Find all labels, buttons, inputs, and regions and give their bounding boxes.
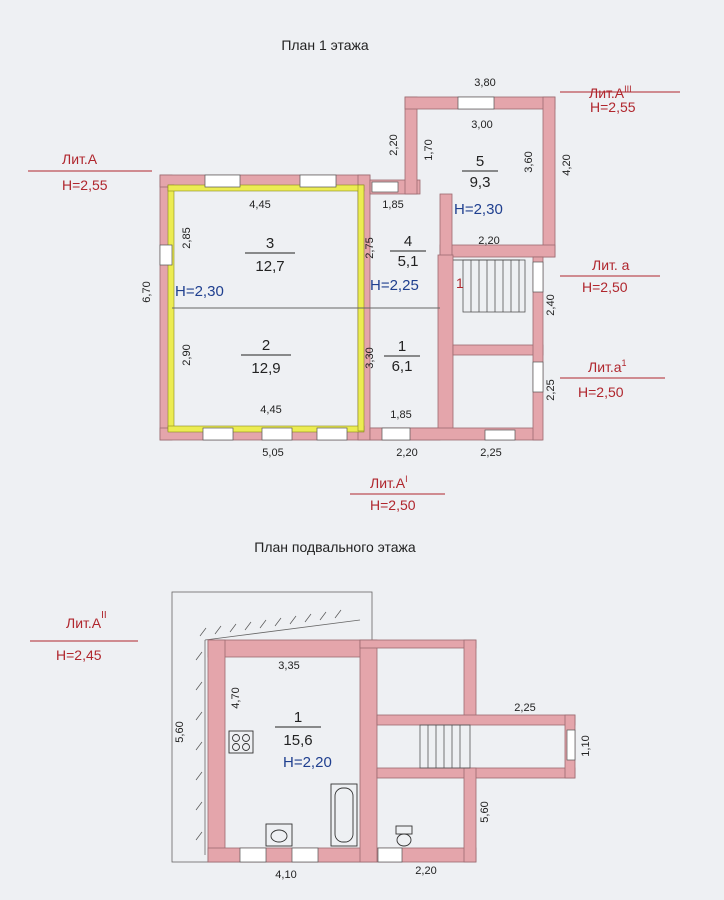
svg-text:3: 3 <box>266 235 274 252</box>
svg-text:3,35: 3,35 <box>278 660 299 672</box>
svg-text:H=2,55: H=2,55 <box>590 99 636 115</box>
room-5: 5 9,3 <box>462 153 498 191</box>
lit-small-a1-label: Лит.а1 H=2,50 <box>560 358 665 400</box>
svg-text:1,70: 1,70 <box>423 139 435 160</box>
svg-text:5: 5 <box>476 153 484 170</box>
lit-a1-label: Лит.АI H=2,50 <box>350 474 445 513</box>
lit-a2-label: Лит.АII H=2,45 <box>30 610 138 663</box>
svg-text:4,10: 4,10 <box>275 869 296 881</box>
svg-text:1,85: 1,85 <box>382 199 403 211</box>
basement-stairs <box>419 724 471 769</box>
svg-text:2,25: 2,25 <box>514 702 535 714</box>
svg-text:6,1: 6,1 <box>392 358 413 375</box>
room-4: 4 5,1 <box>390 233 426 270</box>
svg-text:2,20: 2,20 <box>478 235 499 247</box>
floor1-dimensions: 3,80 3,00 2,20 1,70 3,60 4,20 2,20 4,45 … <box>141 77 573 459</box>
svg-text:1,85: 1,85 <box>390 409 411 421</box>
svg-text:3,30: 3,30 <box>364 347 376 368</box>
svg-text:2: 2 <box>262 337 270 354</box>
svg-text:12,9: 12,9 <box>251 360 280 377</box>
svg-text:5,60: 5,60 <box>479 801 491 822</box>
floor1-windows <box>159 96 544 441</box>
lit-a3-label: Лит.АIII H=2,55 <box>560 84 680 115</box>
stair-label: 1 <box>456 275 464 291</box>
svg-text:1,10: 1,10 <box>580 735 592 756</box>
lit-a-label: Лит.А H=2,55 <box>28 151 152 193</box>
height-main: H=2,30 <box>175 283 224 300</box>
ground-hatch <box>195 609 342 841</box>
svg-text:Лит.а1: Лит.а1 <box>588 358 627 375</box>
svg-text:2,75: 2,75 <box>364 237 376 258</box>
svg-text:H=2,50: H=2,50 <box>578 384 624 400</box>
svg-text:4,20: 4,20 <box>561 154 573 175</box>
svg-text:4,45: 4,45 <box>260 404 281 416</box>
lit-small-a-label: Лит. а H=2,50 <box>560 257 660 295</box>
svg-text:1: 1 <box>294 709 302 726</box>
svg-text:12,7: 12,7 <box>255 258 284 275</box>
room-3: 3 12,7 <box>245 235 295 275</box>
svg-text:Лит.АIII: Лит.АIII <box>589 84 632 101</box>
svg-text:9,3: 9,3 <box>470 174 491 191</box>
svg-text:3,60: 3,60 <box>523 151 535 172</box>
basement-walls <box>207 639 576 863</box>
basement-title: План подвального этажа <box>254 539 416 555</box>
svg-text:Лит.А: Лит.А <box>62 151 98 167</box>
svg-text:2,25: 2,25 <box>545 379 557 400</box>
svg-text:2,90: 2,90 <box>181 344 193 365</box>
height-hall: H=2,25 <box>370 277 419 294</box>
svg-text:2,40: 2,40 <box>545 294 557 315</box>
svg-text:2,20: 2,20 <box>396 447 417 459</box>
svg-text:Лит.АI: Лит.АI <box>370 474 408 491</box>
svg-text:2,85: 2,85 <box>181 227 193 248</box>
svg-text:Лит. а: Лит. а <box>592 257 630 273</box>
svg-text:3,80: 3,80 <box>474 77 495 89</box>
basement-windows <box>239 729 576 863</box>
svg-text:6,70: 6,70 <box>141 281 153 302</box>
svg-text:2,20: 2,20 <box>415 865 436 877</box>
svg-text:2,20: 2,20 <box>388 134 400 155</box>
svg-text:H=2,50: H=2,50 <box>370 497 416 513</box>
svg-text:Лит.АII: Лит.АII <box>66 610 107 631</box>
svg-text:3,00: 3,00 <box>471 119 492 131</box>
stove-icon <box>228 730 254 754</box>
svg-text:H=2,55: H=2,55 <box>62 177 108 193</box>
svg-text:2,25: 2,25 <box>480 447 501 459</box>
basement-room-1: 1 15,6 <box>275 709 321 749</box>
toilet-icon <box>395 825 413 847</box>
svg-text:H=2,45: H=2,45 <box>56 647 102 663</box>
room-2: 2 12,9 <box>241 337 291 377</box>
svg-text:4,45: 4,45 <box>249 199 270 211</box>
floor1-title: План 1 этажа <box>281 37 369 53</box>
svg-text:5,60: 5,60 <box>174 721 186 742</box>
svg-text:5,1: 5,1 <box>398 253 419 270</box>
basement-dimensions: 3,35 4,70 5,60 2,25 1,10 5,60 4,10 2,20 <box>174 660 592 881</box>
bathtub-icon <box>330 783 358 847</box>
svg-text:5,05: 5,05 <box>262 447 283 459</box>
svg-text:1: 1 <box>398 338 406 355</box>
basement-height: H=2,20 <box>283 754 332 771</box>
svg-text:15,6: 15,6 <box>283 732 312 749</box>
svg-text:4,70: 4,70 <box>230 687 242 708</box>
height-room5: H=2,30 <box>454 201 503 218</box>
room-1: 1 6,1 <box>384 338 420 375</box>
sink-icon <box>265 823 293 847</box>
svg-text:4: 4 <box>404 233 412 250</box>
floor1-stairs <box>462 259 526 313</box>
svg-text:H=2,50: H=2,50 <box>582 279 628 295</box>
